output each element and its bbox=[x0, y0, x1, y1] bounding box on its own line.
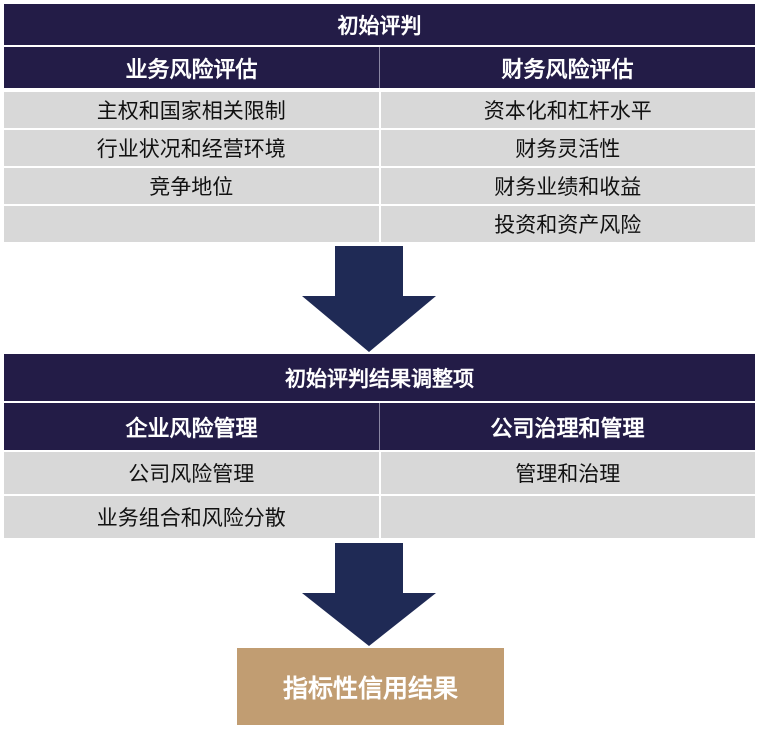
table-cell: 竞争地位 bbox=[149, 175, 234, 199]
table-cell: 投资和资产风险 bbox=[378, 206, 756, 242]
arrow-shape bbox=[302, 246, 436, 352]
table-cell: 财务灵活性 bbox=[378, 130, 756, 166]
table-row: 行业状况和经营环境 财务灵活性 bbox=[4, 130, 755, 166]
table-row: 投资和资产风险 bbox=[4, 206, 755, 242]
table-cell: 行业状况和经营环境 bbox=[96, 137, 286, 161]
section2-header-governance: 公司治理和管理 bbox=[379, 403, 755, 450]
section1-header-business-risk: 业务风险评估 bbox=[125, 57, 258, 83]
section2-header-row: 企业风险管理 公司治理和管理 bbox=[4, 401, 755, 450]
section1-title: 初始评判 bbox=[4, 4, 755, 45]
section1-header-financial-risk: 财务风险评估 bbox=[379, 47, 755, 88]
table-cell: 业务组合和风险分散 bbox=[96, 506, 286, 530]
table-row: 公司风险管理 管理和治理 bbox=[4, 452, 755, 494]
table-cell: 主权和国家相关限制 bbox=[96, 99, 286, 123]
section2-header-enterprise-risk: 企业风险管理 bbox=[125, 416, 258, 442]
section1-title-text: 初始评判 bbox=[337, 13, 422, 38]
section2-title: 初始评判结果调整项 bbox=[4, 354, 755, 401]
table-cell: 管理和治理 bbox=[378, 452, 756, 494]
section2-table: 公司风险管理 管理和治理 业务组合和风险分散 bbox=[4, 452, 755, 538]
arrow-shape bbox=[302, 543, 436, 646]
table-row: 主权和国家相关限制 资本化和杠杆水平 bbox=[4, 92, 755, 128]
section2-title-text: 初始评判结果调整项 bbox=[285, 366, 474, 391]
down-arrow-icon bbox=[302, 543, 436, 646]
table-cell: 公司风险管理 bbox=[128, 462, 255, 486]
table-cell: 财务业绩和收益 bbox=[378, 168, 756, 204]
table-cell: 资本化和杠杆水平 bbox=[378, 92, 756, 128]
table-row: 竞争地位 财务业绩和收益 bbox=[4, 168, 755, 204]
table-cell bbox=[378, 496, 756, 538]
section1-table: 主权和国家相关限制 资本化和杠杆水平 行业状况和经营环境 财务灵活性 竞争地位 … bbox=[4, 92, 755, 242]
result-box: 指标性信用结果 bbox=[237, 648, 504, 725]
section1-header-row: 业务风险评估 财务风险评估 bbox=[4, 45, 755, 88]
down-arrow-icon bbox=[302, 246, 436, 352]
result-label: 指标性信用结果 bbox=[282, 673, 458, 703]
table-cell bbox=[4, 206, 379, 242]
table-row: 业务组合和风险分散 bbox=[4, 496, 755, 538]
